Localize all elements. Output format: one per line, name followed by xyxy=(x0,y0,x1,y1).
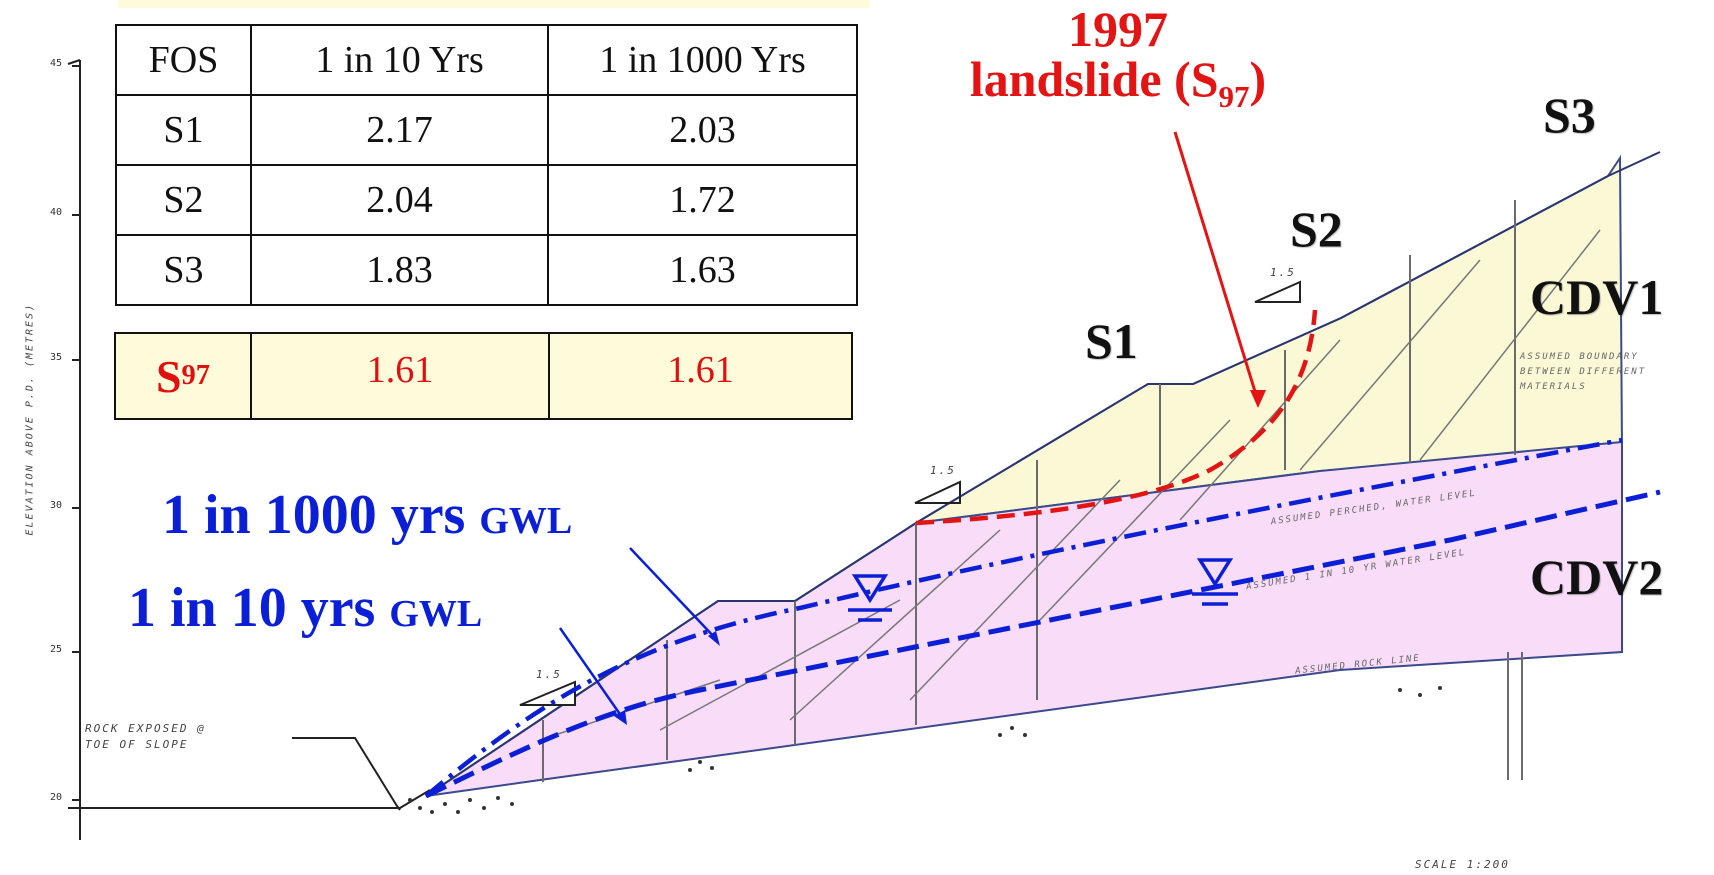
table-cell: 1.83 xyxy=(250,234,549,306)
table-cell: 2.04 xyxy=(250,164,549,236)
s3-label: S3 xyxy=(1543,87,1596,143)
landslide-text: landslide (S97) xyxy=(969,51,1267,114)
landslide-year: 1997 xyxy=(1068,1,1168,57)
y-tick-45: 45 xyxy=(50,58,63,69)
sketch-axis xyxy=(67,59,431,840)
table-cell: S1 xyxy=(115,94,252,166)
assumed-boundary-note: ASSUMED BOUNDARY BETWEEN DIFFERENT MATER… xyxy=(1520,352,1647,392)
table-row: S2 2.04 1.72 xyxy=(115,164,858,236)
slope-ratio-2: 1.5 xyxy=(930,464,956,477)
y-tick-marks xyxy=(72,65,80,801)
slope-ratio-1: 1.5 xyxy=(536,668,562,681)
s1-label: S1 xyxy=(1085,313,1138,369)
table-cell: 2.17 xyxy=(250,94,549,166)
rock-profile-line xyxy=(292,737,401,811)
landslide-label: 1997 landslide (S97) xyxy=(918,4,1318,122)
y-tick-40: 40 xyxy=(50,207,63,218)
table-cell: 1.72 xyxy=(547,164,858,236)
y-tick-20: 20 xyxy=(50,792,63,803)
gwl-1000-line xyxy=(424,437,1623,798)
slope-ratio-3: 1.5 xyxy=(1270,266,1296,279)
table-cell: 1.63 xyxy=(547,234,858,306)
y-tick-35: 35 xyxy=(50,352,63,363)
y-tick-25: 25 xyxy=(50,644,63,655)
table-header-row: FOS 1 in 10 Yrs 1 in 1000 Yrs xyxy=(115,24,858,96)
y-axis-label: ELEVATION ABOVE P.D. (METRES) xyxy=(24,302,36,536)
scale-note: SCALE 1:200 xyxy=(1415,858,1510,871)
table-cell: S3 xyxy=(115,234,252,306)
table-header-cell: FOS xyxy=(115,24,252,96)
s97-value-10yr: 1.61 xyxy=(252,334,550,418)
table-cell: S2 xyxy=(115,164,252,236)
s2-label: S2 xyxy=(1290,201,1343,257)
rock-stipple xyxy=(408,686,1442,814)
table-header-cell: 1 in 10 Yrs xyxy=(250,24,549,96)
gwl-10-label: 1 in 10 yrs GWL xyxy=(128,577,483,639)
fos-table: FOS 1 in 10 Yrs 1 in 1000 Yrs S1 2.17 2.… xyxy=(115,24,858,306)
rock-note-line2: TOE OF SLOPE xyxy=(85,738,189,751)
gwl-10-line xyxy=(424,489,1661,799)
landslide-1997-curve xyxy=(915,309,1318,526)
cdv2-label: CDV2 xyxy=(1530,549,1664,605)
table-cell: 2.03 xyxy=(547,94,858,166)
table-row: S1 2.17 2.03 xyxy=(115,94,858,166)
table-row: S3 1.83 1.63 xyxy=(115,234,858,306)
top-highlight-band xyxy=(118,0,870,8)
slope-surface-line xyxy=(425,151,1661,797)
label-arrows xyxy=(558,131,1266,725)
rock-note-line1: ROCK EXPOSED @ xyxy=(85,722,206,735)
y-tick-30: 30 xyxy=(50,500,63,511)
gwl-1000-label: 1 in 1000 yrs GWL xyxy=(162,484,573,546)
water-level-markers xyxy=(848,558,1238,622)
cdv1-label: CDV1 xyxy=(1530,269,1664,325)
bench-slope-triangles xyxy=(519,280,1301,706)
table-header-cell: 1 in 1000 Yrs xyxy=(547,24,858,96)
s97-value-1000yr: 1.61 xyxy=(667,349,734,391)
